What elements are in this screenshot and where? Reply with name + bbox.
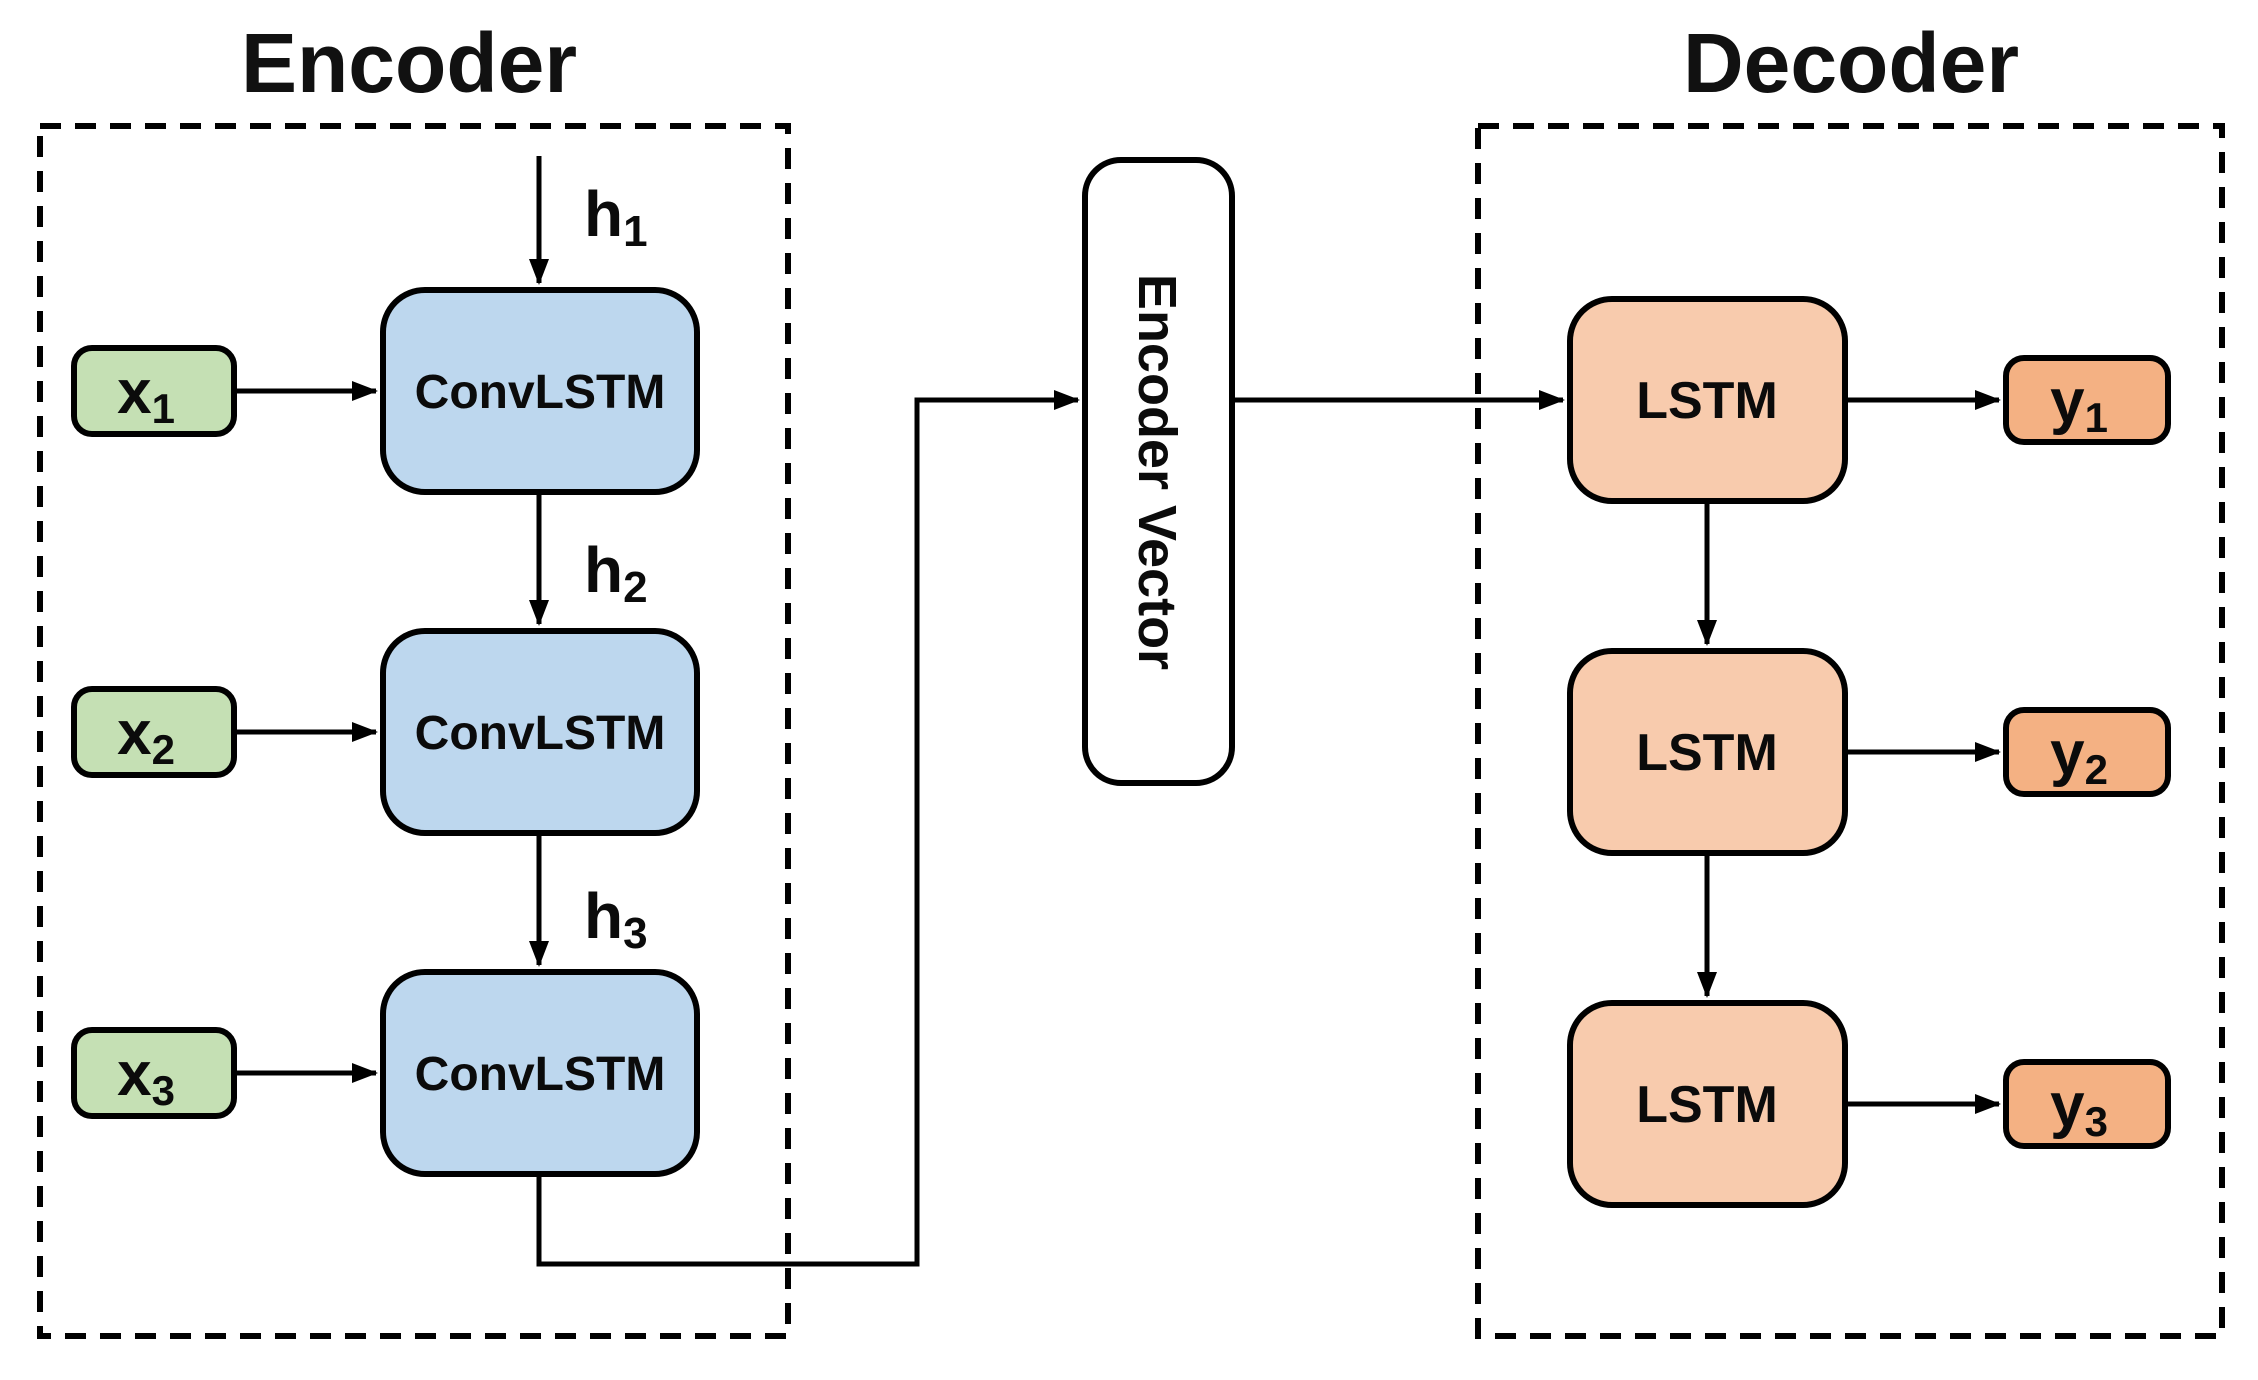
x3-subscript: 3 (152, 1067, 175, 1114)
y3-base: y (2050, 1071, 2085, 1140)
y2-subscript: 2 (2085, 746, 2108, 793)
h1-subscript: 1 (623, 207, 647, 256)
convlstm-block-1 (380, 287, 700, 495)
encoder-title: Encoder (241, 16, 577, 110)
x2-subscript: 2 (152, 726, 175, 773)
x2-base: x (117, 699, 152, 768)
y2-base: y (2050, 719, 2085, 788)
h3-subscript: 3 (623, 909, 647, 958)
convlstm-block-2 (380, 628, 700, 836)
convlstm-label-2: ConvLSTM (415, 707, 666, 760)
encoder-vector-label: Encoder Vector (1127, 274, 1187, 670)
output-node-y2 (2003, 707, 2171, 797)
decoder-dashed-border (1475, 123, 2225, 1339)
input-label-x3: x3 (117, 1040, 175, 1114)
h2-subscript: 2 (623, 563, 647, 612)
encoder-convlstm-blocks (380, 287, 700, 1177)
decoder-title: Decoder (1683, 16, 2019, 110)
hidden-state-label-h2: h2 (584, 534, 648, 612)
h3-base: h (584, 880, 623, 952)
output-label-y1: y1 (2050, 367, 2108, 441)
lstm-label-2: LSTM (1636, 724, 1778, 782)
output-label-y3: y3 (2050, 1071, 2108, 1145)
arrow-convlstm3-to-encoder-vector (536, 390, 1080, 1267)
x1-base: x (117, 358, 152, 427)
x1-subscript: 1 (152, 385, 175, 432)
lstm-label-1: LSTM (1636, 372, 1778, 430)
encoder-vector-box (1082, 157, 1235, 786)
output-arrows (1845, 390, 2001, 1114)
y1-subscript: 1 (2085, 394, 2108, 441)
output-node-y3 (2003, 1059, 2171, 1149)
lstm-label-3: LSTM (1636, 1076, 1778, 1134)
y1-base: y (2050, 367, 2085, 436)
encoder-dashed-border (37, 123, 791, 1339)
h1-base: h (584, 178, 623, 250)
input-label-x1: x1 (117, 358, 175, 432)
x3-base: x (117, 1040, 152, 1109)
input-label-x2: x2 (117, 699, 175, 773)
decoder-lstm-blocks (1567, 296, 1848, 1208)
output-label-y2: y2 (2050, 719, 2108, 793)
hidden-state-label-h3: h3 (584, 880, 648, 958)
convlstm-label-3: ConvLSTM (415, 1048, 666, 1101)
hidden-state-label-h1: h1 (584, 178, 648, 256)
decoder-output-nodes (2003, 355, 2171, 1149)
input-arrows (234, 381, 378, 1083)
h2-base: h (584, 534, 623, 606)
y3-subscript: 3 (2085, 1098, 2108, 1145)
convlstm-label-1: ConvLSTM (415, 366, 666, 419)
output-node-y1 (2003, 355, 2171, 445)
